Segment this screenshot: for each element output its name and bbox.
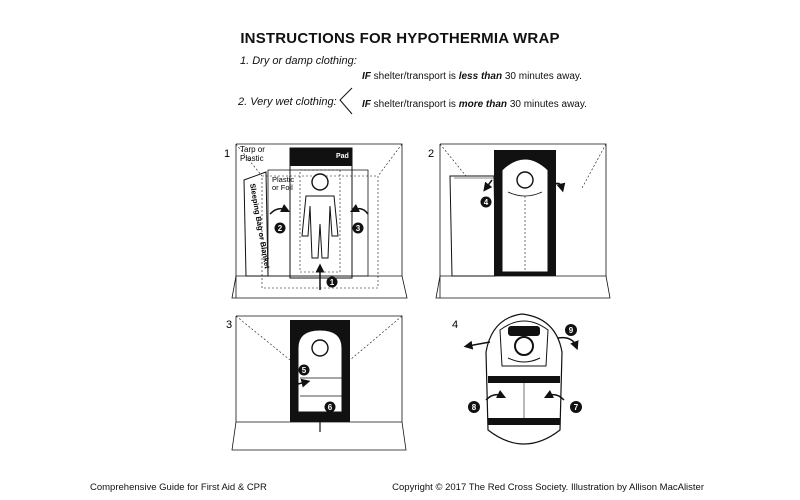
condition-if-1: IF [362, 71, 371, 82]
label-tarp-line1: Tarp or [240, 145, 265, 154]
panel-number-3: 3 [226, 319, 232, 331]
label-tarp-line2: Plastic [240, 154, 264, 163]
footer-left: Comprehensive Guide for First Aid & CPR [90, 482, 267, 493]
step-1-marker: 1 [326, 276, 338, 288]
condition-emph-1: less than [458, 71, 503, 82]
condition-if-2: IF [362, 99, 371, 110]
step-3-marker: 3 [352, 222, 364, 234]
page-title: INSTRUCTIONS FOR HYPOTHERMIA WRAP [240, 30, 560, 47]
step-8-label: 8 [472, 403, 477, 412]
panel-number-2: 2 [428, 148, 434, 160]
step-8-marker: 8 [468, 401, 480, 413]
condition-text-2a: shelter/transport is [370, 99, 459, 110]
footer-right: Copyright © 2017 The Red Cross Society. … [392, 482, 704, 493]
panel-number-4: 4 [452, 319, 458, 331]
step-4-marker: 4 [480, 196, 492, 208]
condition-less-than: IF shelter/transport is less than 30 min… [362, 71, 582, 82]
panel-4: 4 9 8 7 [452, 313, 582, 445]
step-6-marker: 6 [324, 401, 336, 413]
step-3-label: 3 [356, 224, 361, 233]
step-5-label: 5 [302, 366, 307, 375]
condition-text-2b: 30 minutes away. [507, 99, 587, 110]
condition-text-1a: shelter/transport is [370, 71, 459, 82]
label-pad: Pad [336, 153, 349, 160]
step-7-label: 7 [574, 403, 579, 412]
label-foil-line1: Plastic [272, 175, 294, 184]
step-2-marker: 2 [274, 222, 286, 234]
step-6-label: 6 [328, 403, 333, 412]
step-1-label: 1 [330, 278, 335, 287]
step-5-marker: 5 [298, 364, 310, 376]
bracket-chevron [339, 87, 353, 115]
label-foil-line2: or Foil [272, 183, 293, 192]
panel-number-1: 1 [224, 148, 230, 160]
condition-text-1b: 30 minutes away. [502, 71, 582, 82]
step-7-marker: 7 [570, 401, 582, 413]
panel-2: 2 4 [428, 143, 611, 299]
option-wet-label: 2. Very wet clothing: [238, 96, 337, 108]
option-dry-label: 1. Dry or damp clothing: [240, 55, 357, 67]
panel-3: 3 5 6 [226, 315, 407, 451]
condition-emph-2: more than [458, 99, 508, 110]
step-9-marker: 9 [565, 324, 577, 336]
step-2-label: 2 [278, 224, 283, 233]
panel-1: 1 Tarp or Plastic Pad Plastic or Foil Sl… [224, 143, 408, 299]
condition-more-than: IF shelter/transport is more than 30 min… [362, 99, 587, 110]
step-9-label: 9 [569, 326, 574, 335]
step-4-label: 4 [484, 198, 489, 207]
